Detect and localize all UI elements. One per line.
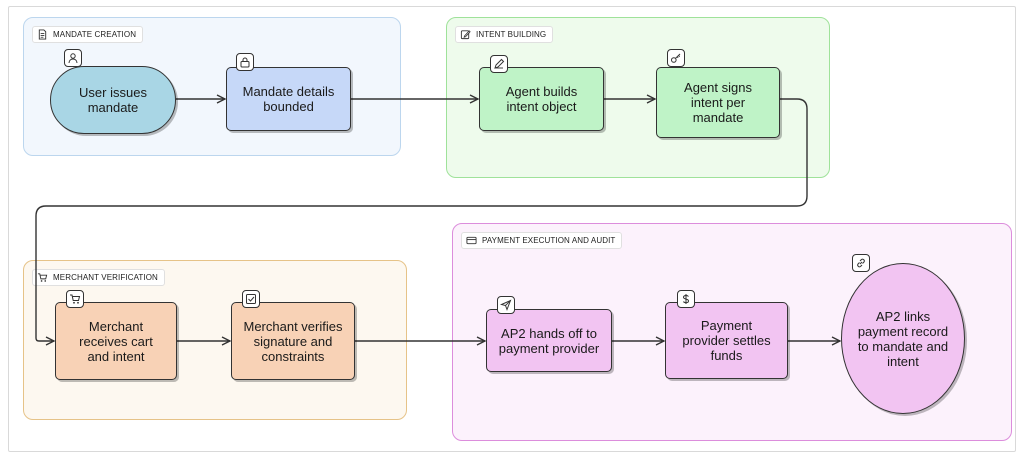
group-label-payment-execution: PAYMENT EXECUTION AND AUDIT xyxy=(461,232,623,249)
node-agent-signs-intent[interactable]: Agent signs intent per mandate xyxy=(656,67,780,138)
dollar-icon xyxy=(677,290,695,308)
node-merchant-verifies-signature[interactable]: Merchant verifies signature and constrai… xyxy=(231,302,355,380)
node-agent-builds-intent[interactable]: Agent builds intent object xyxy=(479,67,604,131)
pencil-icon xyxy=(490,55,508,73)
key-icon xyxy=(667,49,685,67)
node-mandate-details-bounded[interactable]: Mandate details bounded xyxy=(226,67,351,131)
node-ap2-links-record[interactable]: AP2 links payment record to mandate and … xyxy=(841,263,965,414)
diagram-canvas xyxy=(8,6,1016,452)
node-label: Agent signs intent per mandate xyxy=(684,80,752,125)
group-title: PAYMENT EXECUTION AND AUDIT xyxy=(482,236,616,245)
document-icon xyxy=(38,29,47,40)
group-label-mandate-creation: MANDATE CREATION xyxy=(32,26,144,43)
lock-icon xyxy=(236,53,254,71)
group-label-intent-building: INTENT BUILDING xyxy=(455,26,554,43)
group-title: MERCHANT VERIFICATION xyxy=(53,273,158,282)
cart-icon xyxy=(66,290,84,308)
checkbox-icon xyxy=(242,290,260,308)
node-label: Agent builds intent object xyxy=(505,84,578,114)
node-label: Merchant verifies signature and constrai… xyxy=(243,318,343,364)
group-title: MANDATE CREATION xyxy=(53,30,137,39)
link-icon xyxy=(852,254,870,272)
node-provider-settles-funds[interactable]: Payment provider settles funds xyxy=(665,302,788,379)
node-user-issues-mandate[interactable]: User issues mandate xyxy=(50,66,176,134)
send-icon xyxy=(497,296,515,314)
node-label: Merchant receives cart and intent xyxy=(79,318,153,364)
node-label: Payment provider settles funds xyxy=(682,318,771,363)
group-title: INTENT BUILDING xyxy=(476,30,547,39)
node-label: AP2 links payment record to mandate and … xyxy=(857,308,949,369)
edge-signs-to-merchant-receives xyxy=(35,98,808,341)
edit-icon xyxy=(460,30,471,40)
node-label: User issues mandate xyxy=(79,85,147,115)
node-label: Mandate details bounded xyxy=(242,84,335,114)
node-merchant-receives-cart[interactable]: Merchant receives cart and intent xyxy=(55,302,177,380)
node-ap2-hands-off[interactable]: AP2 hands off to payment provider xyxy=(486,309,612,372)
group-label-merchant-verification: MERCHANT VERIFICATION xyxy=(32,269,165,286)
card-icon xyxy=(466,236,477,245)
user-icon xyxy=(64,49,82,67)
cart-icon xyxy=(37,273,48,282)
node-label: AP2 hands off to payment provider xyxy=(498,325,600,356)
